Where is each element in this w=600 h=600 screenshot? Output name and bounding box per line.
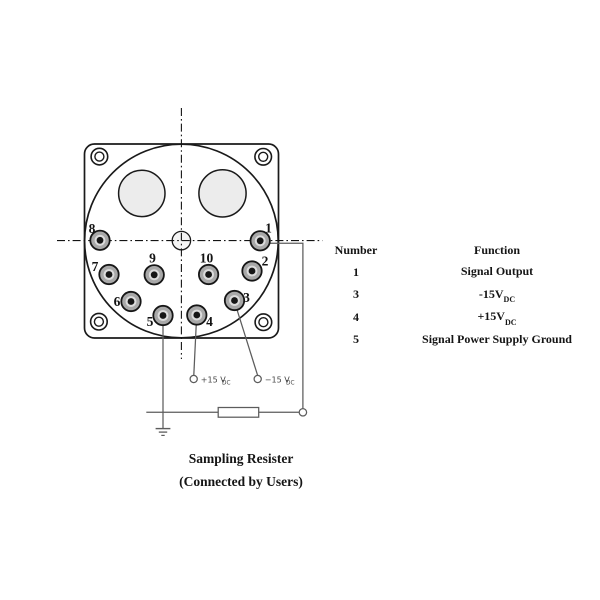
mounting-hole-bottom-left <box>89 312 108 331</box>
pin-6-label: 6 <box>114 294 121 309</box>
caption-line-1: Sampling Resister <box>188 451 294 466</box>
pin-function-table: Number Function 1 Signal Output 3 -15VDC… <box>320 239 600 351</box>
pin-9-label: 9 <box>149 251 156 266</box>
caption: Sampling Resister (Connected by Users) <box>120 447 362 493</box>
pin-8 <box>89 229 111 251</box>
caption-line-2: (Connected by Users) <box>179 474 303 489</box>
cell-number: 5 <box>353 332 359 347</box>
pins <box>89 229 271 327</box>
cell-function: Signal Output <box>460 264 534 279</box>
output-terminal <box>298 407 308 417</box>
pin-5 <box>152 304 174 327</box>
minus-terminal-subscript: DC <box>286 381 295 387</box>
table-row: 3 -15VDC <box>320 284 600 306</box>
pin-5-label: 5 <box>147 314 154 329</box>
table-row: 4 +15VDC <box>320 306 600 328</box>
wire-pin4-to-plus-terminal <box>193 316 198 376</box>
pin-10-label: 10 <box>200 251 214 266</box>
keyway-hole-right <box>198 169 247 218</box>
cell-number: 1 <box>353 265 359 280</box>
pin-10 <box>198 263 220 286</box>
sampling-resistor <box>217 406 260 418</box>
column-header-number: Number <box>334 242 378 257</box>
pin-2 <box>241 260 263 282</box>
cell-function: Signal Power Supply Ground <box>422 331 572 346</box>
table-header-row: Number Function <box>320 239 600 261</box>
wire-pin1-to-output-terminal <box>260 242 304 409</box>
wire-pin3-to-minus-terminal <box>234 301 259 376</box>
pin-3-label: 3 <box>243 290 250 305</box>
pin-7 <box>98 263 120 286</box>
column-header-function: Function <box>473 242 520 257</box>
terminal-labels: +15 V DC −15 V DC <box>201 375 295 386</box>
pin-4 <box>186 304 208 326</box>
pin-6 <box>120 290 142 313</box>
mounting-hole-top-left <box>90 147 109 166</box>
cell-function: +15VDC <box>477 309 517 327</box>
table-row: 5 Signal Power Supply Ground <box>320 329 600 351</box>
pin-1 <box>249 230 271 252</box>
user-circuit <box>146 242 308 436</box>
pin-4-label: 4 <box>206 314 213 329</box>
plus-terminal <box>189 374 198 384</box>
pin-2-label: 2 <box>262 254 269 269</box>
cell-number: 4 <box>353 309 359 324</box>
ground-symbol <box>155 427 171 436</box>
keyway-hole-left <box>117 169 166 218</box>
minus-terminal-label: −15 V <box>265 375 290 384</box>
pin-1-label: 1 <box>265 221 272 236</box>
plus-terminal-subscript: DC <box>222 381 231 387</box>
mounting-hole-top-right <box>254 147 273 166</box>
pin-9 <box>143 264 165 286</box>
pin-3 <box>223 289 246 312</box>
pin-number-labels: 1 2 3 4 5 6 7 8 9 10 <box>89 221 273 330</box>
pin-7-label: 7 <box>92 259 99 274</box>
mounting-hole-bottom-right <box>254 313 273 332</box>
cell-function: -15VDC <box>478 286 516 305</box>
minus-terminal <box>253 374 262 384</box>
pin-8-label: 8 <box>89 221 96 236</box>
cell-number: 3 <box>353 287 359 302</box>
plus-terminal-label: +15 V <box>201 375 226 384</box>
table-row: 1 Signal Output <box>320 261 600 283</box>
